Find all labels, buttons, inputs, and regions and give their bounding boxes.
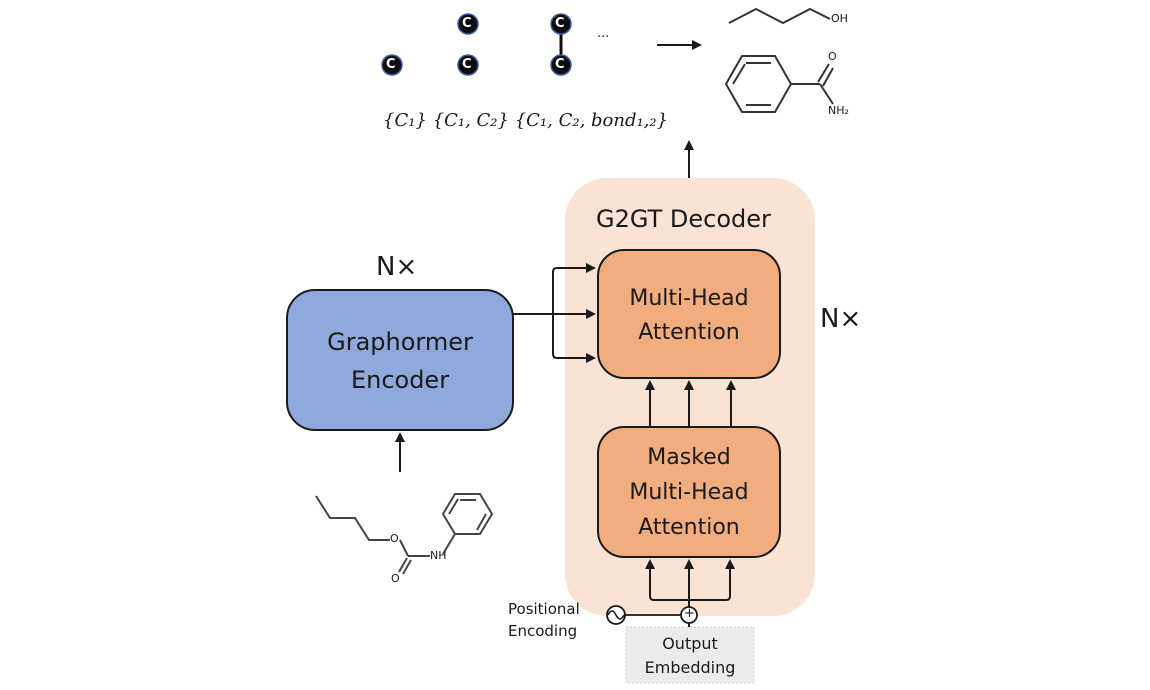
masked-attention-label: Masked Multi-Head Attention bbox=[629, 445, 749, 540]
ester-o-label: O bbox=[390, 532, 399, 545]
atom-node bbox=[381, 54, 403, 76]
generation-atoms bbox=[381, 13, 572, 76]
sequence-step: {C₁} bbox=[383, 110, 427, 131]
carbonyl-o-label: O bbox=[828, 50, 837, 63]
decoder-title: G2GT Decoder bbox=[596, 205, 771, 233]
sequence-steps: {C₁} {C₁, C₂} {C₁, C₂, bond₁,₂} bbox=[383, 110, 668, 131]
encoder-box bbox=[286, 289, 514, 431]
encoder-label: Graphormer Encoder bbox=[327, 328, 473, 394]
butanol-structure bbox=[728, 7, 831, 25]
multi-head-attention-label: Multi-Head Attention bbox=[629, 286, 749, 345]
input-molecule-structure bbox=[315, 493, 494, 575]
embedding-to-masked-arrows bbox=[645, 559, 735, 627]
add-icon bbox=[680, 606, 698, 624]
encoder-repeat-label: N× bbox=[376, 252, 418, 282]
atom-label: C bbox=[462, 16, 472, 31]
masked-to-attention-arrows bbox=[645, 380, 736, 427]
benzamide-structure bbox=[724, 55, 834, 113]
atom-label: C bbox=[462, 57, 472, 72]
sequence-step: {C₁, C₂, bond₁,₂} bbox=[514, 110, 669, 131]
sequence-step: {C₁, C₂} bbox=[432, 110, 509, 131]
ellipsis: ··· bbox=[597, 30, 610, 45]
decoder-repeat-label: N× bbox=[820, 304, 862, 334]
nh-label: NH bbox=[430, 549, 447, 562]
atom-node bbox=[457, 13, 479, 35]
add-symbol: + bbox=[684, 606, 695, 621]
carbonyl-o-label: O bbox=[391, 572, 400, 585]
atom-node bbox=[550, 54, 572, 76]
nh2-label: NH₂ bbox=[828, 104, 849, 117]
positional-encoding-label: Positional Encoding bbox=[508, 600, 580, 640]
multi-head-attention-box bbox=[597, 249, 781, 379]
encoder-to-attention-arrows bbox=[513, 263, 596, 363]
atom-node bbox=[550, 13, 572, 35]
atom-label: C bbox=[555, 57, 565, 72]
atom-label: C bbox=[386, 57, 396, 72]
atom-label: C bbox=[555, 16, 565, 31]
sine-wave-icon bbox=[607, 610, 625, 620]
oh-label: OH bbox=[831, 12, 848, 25]
atom-node bbox=[457, 54, 479, 76]
output-embedding-box bbox=[625, 626, 755, 684]
output-embedding-label: Output Embedding bbox=[644, 634, 736, 677]
